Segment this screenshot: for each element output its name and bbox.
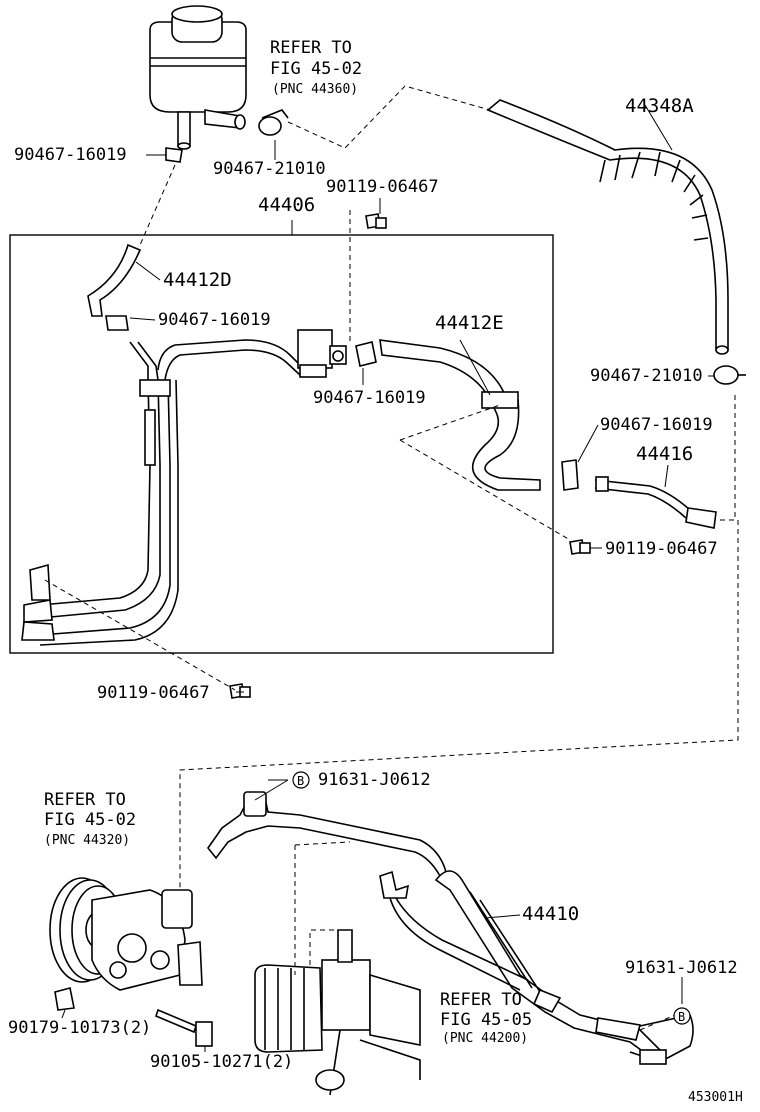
bolt-top (365, 213, 387, 229)
ref-pump-line2: FIG 45-02 (44, 810, 137, 830)
ref-gear-line1: REFER TO (440, 990, 522, 1010)
part-90467-16019-b: 90467-16019 (313, 388, 426, 408)
pipe-44416 (561, 459, 717, 529)
hose-44412E (379, 339, 541, 491)
reservoir-tank (149, 5, 247, 150)
pressure-pipes-44406 (21, 339, 301, 646)
hose-clamp-right (713, 365, 746, 385)
part-44348A: 44348A (625, 95, 694, 117)
part-90119-06467-bottom: 90119-06467 (97, 683, 210, 703)
hose-clip-b (355, 341, 377, 367)
part-90105-10271: 90105-10271(2) (150, 1052, 294, 1072)
ref-pump-line1: REFER TO (44, 790, 126, 810)
marker-b-top-circle (292, 771, 310, 789)
figure-id: 453001H (688, 1090, 743, 1105)
part-44406: 44406 (258, 194, 316, 216)
steering-pump (49, 877, 213, 1047)
union-block (297, 329, 347, 378)
part-44410: 44410 (522, 903, 580, 925)
bolt-right (569, 539, 591, 555)
leader-lines (61, 104, 714, 1052)
part-90179-10173: 90179-10173(2) (8, 1018, 152, 1038)
ref-reservoir-line2: FIG 45-02 (270, 59, 363, 79)
marker-b-top: B (297, 774, 305, 788)
steering-gear (254, 929, 421, 1096)
part-44412E: 44412E (435, 312, 504, 334)
ref-gear-line2: FIG 45-05 (440, 1010, 533, 1030)
part-90467-21010-right: 90467-21010 (590, 366, 703, 386)
part-90467-21010-top: 90467-21010 (213, 159, 326, 179)
marker-b-right-circle (673, 1007, 691, 1025)
part-90467-16019-a: 90467-16019 (158, 310, 271, 330)
return-hose-44348A (486, 99, 729, 355)
part-90467-16019-right: 90467-16019 (600, 415, 713, 435)
hose-clamp-top (258, 109, 289, 136)
part-90467-16019-top: 90467-16019 (14, 145, 127, 165)
ref-pump-line3: (PNC 44320) (44, 833, 131, 848)
part-90119-06467-right: 90119-06467 (605, 539, 718, 559)
part-44416: 44416 (636, 443, 694, 465)
part-91631-J0612-top: 91631-J0612 (318, 770, 431, 790)
marker-b-right: B (678, 1010, 686, 1024)
part-90119-06467-top: 90119-06467 (326, 177, 439, 197)
hose-44412D (87, 243, 142, 331)
pressure-hose-44410 (207, 791, 694, 1065)
ref-reservoir-line1: REFER TO (270, 38, 352, 58)
part-91631-J0612-right: 91631-J0612 (625, 958, 738, 978)
part-44412D: 44412D (163, 269, 232, 291)
hose-clip-top (165, 147, 183, 163)
bolt-bottom (229, 683, 251, 699)
dashed-guides (44, 85, 739, 1031)
ref-reservoir-line3: (PNC 44360) (272, 82, 359, 97)
ref-gear-line3: (PNC 44200) (442, 1031, 529, 1046)
assembly-44406-box (9, 234, 554, 654)
